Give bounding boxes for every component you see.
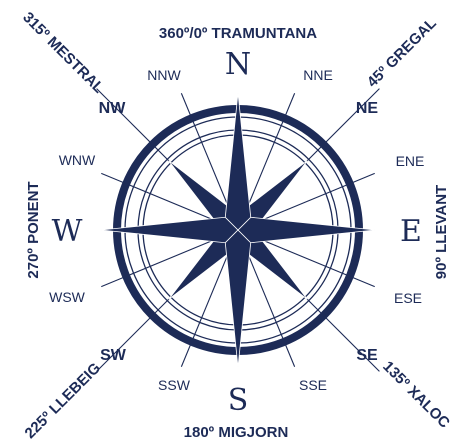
east-label: E [400,214,422,249]
ene-label: ENE [396,153,425,169]
wind-northwest-label: 315º MESTRAL [19,9,107,97]
nne-label: NNE [303,67,333,83]
wsw-label: WSW [49,289,86,305]
northwest-label: NW [99,100,127,117]
south-label: S [228,383,249,418]
ssw-label: SSW [158,377,191,393]
star-point-w [101,217,238,242]
west-label: W [52,214,83,249]
star-point-s [225,230,250,367]
wind-west-label: 270º PONENT [25,181,42,278]
wind-southwest-label: 225º LLEBEIG [22,360,105,443]
wind-south-label: 180º MIGJORN [184,424,289,441]
nnw-label: NNW [147,67,181,83]
southeast-label: SE [356,347,378,364]
star-point-n [225,93,250,230]
star-point-e [238,217,375,242]
wnw-label: WNW [59,152,96,168]
wind-north-label: 360º/0º TRAMUNTANA [159,25,317,42]
wind-east-label: 90º LLEVANT [433,185,450,279]
ese-label: ESE [394,290,422,306]
northeast-label: NE [356,100,379,117]
north-label: N [225,47,251,82]
sse-label: SSE [299,377,327,393]
southwest-label: SW [100,347,127,364]
wind-southeast-label: 135º XALOC [379,358,453,432]
wind-northeast-label: 45º GREGAL [364,15,440,91]
